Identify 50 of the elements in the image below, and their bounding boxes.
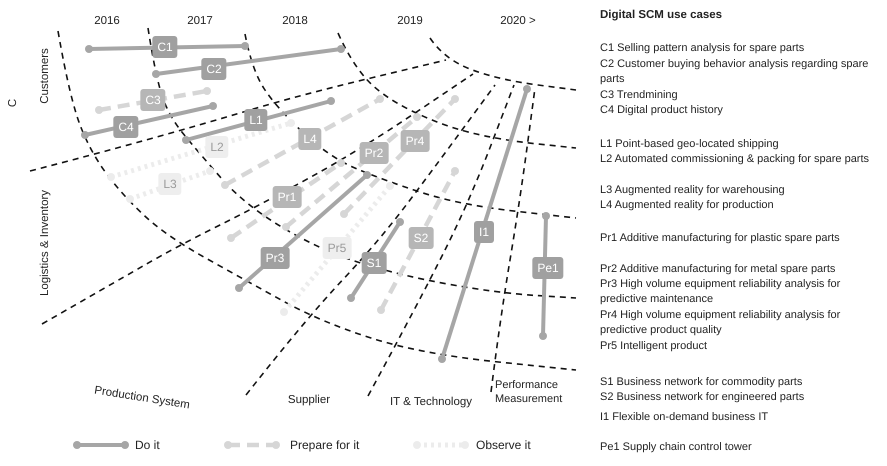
use-case-badge: Pr3 bbox=[260, 247, 290, 269]
use-case-description: C3 Trendmining bbox=[600, 88, 679, 103]
use-case-description: Pr5 Intelligent product bbox=[600, 339, 708, 354]
year-label: 2017 bbox=[187, 14, 213, 28]
legend-label: Prepare for it bbox=[290, 438, 360, 452]
use-case-description: Pr2 Additive manufacturing for metal spare parts bbox=[600, 262, 836, 277]
use-case-badge: L4 bbox=[298, 128, 322, 150]
use-case-badge: Pr5 bbox=[322, 237, 352, 259]
use-case-badge: L2 bbox=[205, 136, 229, 158]
area-label: IT & Technology bbox=[390, 395, 472, 409]
use-case-badge: Pr4 bbox=[400, 130, 430, 152]
year-label: 2016 bbox=[94, 14, 120, 28]
use-case-badge: Pe1 bbox=[532, 257, 564, 279]
use-case-badge: I1 bbox=[474, 221, 494, 243]
use-case-badge: L1 bbox=[244, 109, 268, 131]
use-case-description: Pr3 High volume equipment reliability analysis for predictive maintenance bbox=[600, 277, 842, 308]
use-case-badge: Pr2 bbox=[360, 142, 388, 164]
use-case-description: S2 Business network for engineered parts bbox=[600, 390, 806, 405]
use-case-description: S1 Business network for commodity parts bbox=[600, 375, 804, 390]
use-case-description: L4 Augmented reality for production bbox=[600, 198, 775, 213]
use-case-description: C1 Selling pattern analysis for spare parts bbox=[600, 41, 806, 56]
use-case-badge: Pr1 bbox=[272, 186, 302, 208]
use-case-badge: S2 bbox=[408, 227, 434, 249]
legend-label: Do it bbox=[135, 438, 160, 452]
area-label: Supplier bbox=[288, 393, 330, 407]
year-label: 2019 bbox=[397, 14, 423, 28]
area-label: Production System bbox=[93, 384, 191, 412]
use-case-description: Pe1 Supply chain control tower bbox=[600, 440, 753, 455]
axis-label: C bbox=[6, 98, 20, 108]
use-case-badge: C4 bbox=[113, 116, 139, 138]
list-heading: Digital SCM use cases bbox=[600, 9, 722, 21]
use-case-badge: C3 bbox=[140, 89, 166, 111]
use-case-badge: S1 bbox=[362, 252, 386, 274]
use-case-description: C4 Digital product history bbox=[600, 103, 724, 118]
use-case-description: Pr4 High volume equipment reliability analysis for predictive product quality bbox=[600, 308, 842, 338]
use-case-badge: L3 bbox=[158, 173, 182, 195]
use-case-description: L3 Augmented reality for warehousing bbox=[600, 183, 786, 198]
legend-label: Observe it bbox=[476, 438, 531, 452]
use-case-description: Pr1 Additive manufacturing for plastic spare parts bbox=[600, 231, 841, 246]
use-case-badge: C1 bbox=[152, 36, 178, 58]
use-case-description: L2 Automated commissioning & packing for spare parts bbox=[600, 152, 870, 167]
area-label: Logistics & Inventory bbox=[38, 190, 52, 296]
use-case-description: I1 Flexible on-demand business IT bbox=[600, 410, 770, 425]
use-case-description: C2 Customer buying behavior analysis regarding spare parts bbox=[600, 57, 870, 88]
use-case-description: L1 Point-based geo-located shipping bbox=[600, 137, 780, 152]
area-label: Performance Measurement bbox=[495, 378, 564, 406]
area-label: Customers bbox=[38, 48, 52, 104]
use-case-badge: C2 bbox=[201, 58, 227, 80]
year-label: 2018 bbox=[282, 14, 308, 28]
year-label: 2020 > bbox=[500, 14, 536, 28]
